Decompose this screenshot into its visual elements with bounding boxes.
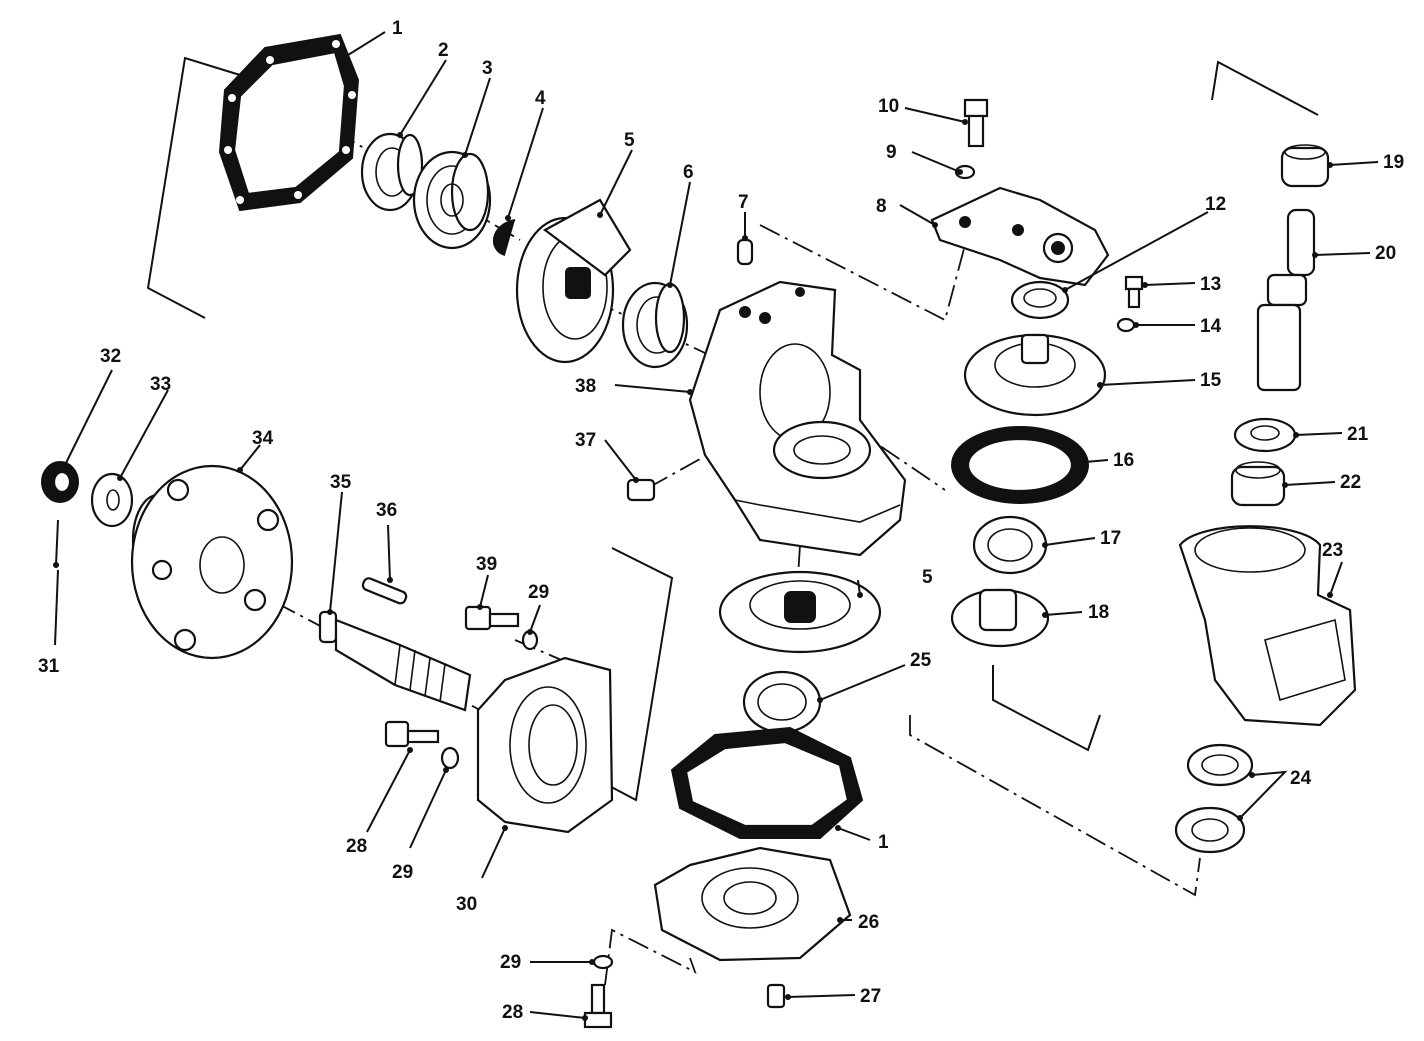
assembly-axes	[146, 56, 1319, 986]
callout-28-left: 28	[346, 836, 367, 857]
callout-29-left: 29	[392, 862, 413, 883]
bolt-28-left	[384, 720, 440, 748]
callout-14: 14	[1200, 316, 1222, 337]
callout-26: 26	[858, 912, 879, 933]
bracket-top-left	[146, 56, 241, 319]
seal-21	[1233, 417, 1297, 453]
callout-6: 6	[683, 162, 694, 183]
axis-26-28	[604, 928, 697, 986]
callout-15: 15	[1200, 370, 1222, 391]
callout-12: 12	[1205, 194, 1226, 215]
bolt-13	[1124, 275, 1144, 309]
callout-labels: 1 2 3 4 5 6 7 8 9 10 12 13 14 15 16 17 1…	[38, 18, 1404, 1023]
callout-32: 32	[100, 346, 121, 367]
flange-15	[963, 333, 1107, 417]
callout-5-top: 5	[624, 130, 635, 151]
callout-1-bottom: 1	[878, 832, 889, 853]
callout-13: 13	[1200, 274, 1221, 295]
axis-16	[819, 404, 946, 491]
gasket-top	[218, 33, 360, 212]
bearing-17	[972, 515, 1048, 575]
callout-24: 24	[1290, 768, 1312, 789]
bevel-gear-bottom	[718, 570, 882, 654]
callout-25: 25	[910, 650, 932, 671]
nut-32	[41, 461, 79, 503]
bolt-28-bottom	[583, 983, 613, 1029]
callout-31: 31	[38, 656, 60, 677]
callout-7: 7	[738, 192, 749, 213]
callout-37: 37	[575, 430, 596, 451]
callout-18: 18	[1088, 602, 1109, 623]
bolt-39	[464, 605, 520, 631]
callout-30: 30	[456, 894, 477, 915]
bearing-2	[360, 132, 424, 212]
bearing-cap-30	[476, 656, 614, 834]
dowel-pin-7	[736, 238, 754, 266]
angle-housing-23	[1178, 525, 1357, 727]
callout-8: 8	[876, 196, 887, 217]
callout-1-top: 1	[392, 18, 403, 39]
gasket-bottom	[670, 726, 864, 839]
cotter-pin-31	[55, 519, 59, 566]
callout-35: 35	[330, 472, 352, 493]
callout-36: 36	[376, 500, 397, 521]
snap-ring-4	[492, 219, 516, 256]
washer-29-left	[440, 746, 460, 770]
bevel-pinion-18	[950, 588, 1050, 648]
washer-29-bottom	[592, 954, 614, 970]
callout-23: 23	[1322, 540, 1343, 561]
callout-5-bottom: 5	[922, 567, 933, 588]
callout-2: 2	[438, 40, 449, 61]
callout-27: 27	[860, 986, 881, 1007]
callout-21: 21	[1347, 424, 1369, 445]
bolt-10	[963, 98, 989, 148]
bearing-25	[742, 670, 822, 734]
cover-8	[930, 186, 1110, 287]
gasket-16	[951, 426, 1089, 504]
callout-34: 34	[252, 428, 274, 449]
bracket-19	[1211, 60, 1319, 116]
bearing-6	[621, 281, 689, 369]
callout-28-bottom: 28	[502, 1002, 523, 1023]
callout-22: 22	[1340, 472, 1361, 493]
callout-29-bottom: 29	[500, 952, 521, 973]
washer-9	[954, 164, 976, 180]
callout-19: 19	[1383, 152, 1404, 173]
lower-cover-26	[653, 846, 852, 962]
callout-17: 17	[1100, 528, 1121, 549]
callout-10: 10	[878, 96, 899, 117]
plug-37	[626, 478, 656, 502]
bushing-19	[1280, 144, 1330, 188]
shaft-35	[318, 610, 472, 712]
bevel-gear-top	[515, 198, 632, 364]
leader-dots	[53, 57, 1333, 1021]
callout-33: 33	[150, 374, 171, 395]
callout-29-top: 29	[528, 582, 549, 603]
callout-4: 4	[535, 88, 546, 109]
hub-34	[130, 464, 294, 660]
axis-37	[647, 444, 726, 489]
shaft-20	[1256, 208, 1316, 392]
needle-bearing-22	[1230, 461, 1286, 507]
washer-14	[1116, 317, 1136, 333]
bracket-17-18	[992, 665, 1101, 752]
callout-9: 9	[886, 142, 897, 163]
plug-27	[766, 983, 786, 1009]
callout-38: 38	[575, 376, 596, 397]
bearing-3	[412, 150, 492, 250]
callout-39: 39	[476, 554, 497, 575]
bearing-12	[1010, 280, 1070, 320]
callout-16: 16	[1113, 450, 1134, 471]
callout-3: 3	[482, 58, 493, 79]
washer-33	[90, 472, 134, 528]
main-housing-38	[688, 280, 907, 557]
axis-7-8	[759, 224, 966, 322]
axis-24	[909, 715, 1201, 897]
bearings-24	[1174, 743, 1254, 854]
key-36	[361, 577, 408, 605]
callout-20: 20	[1375, 243, 1396, 264]
